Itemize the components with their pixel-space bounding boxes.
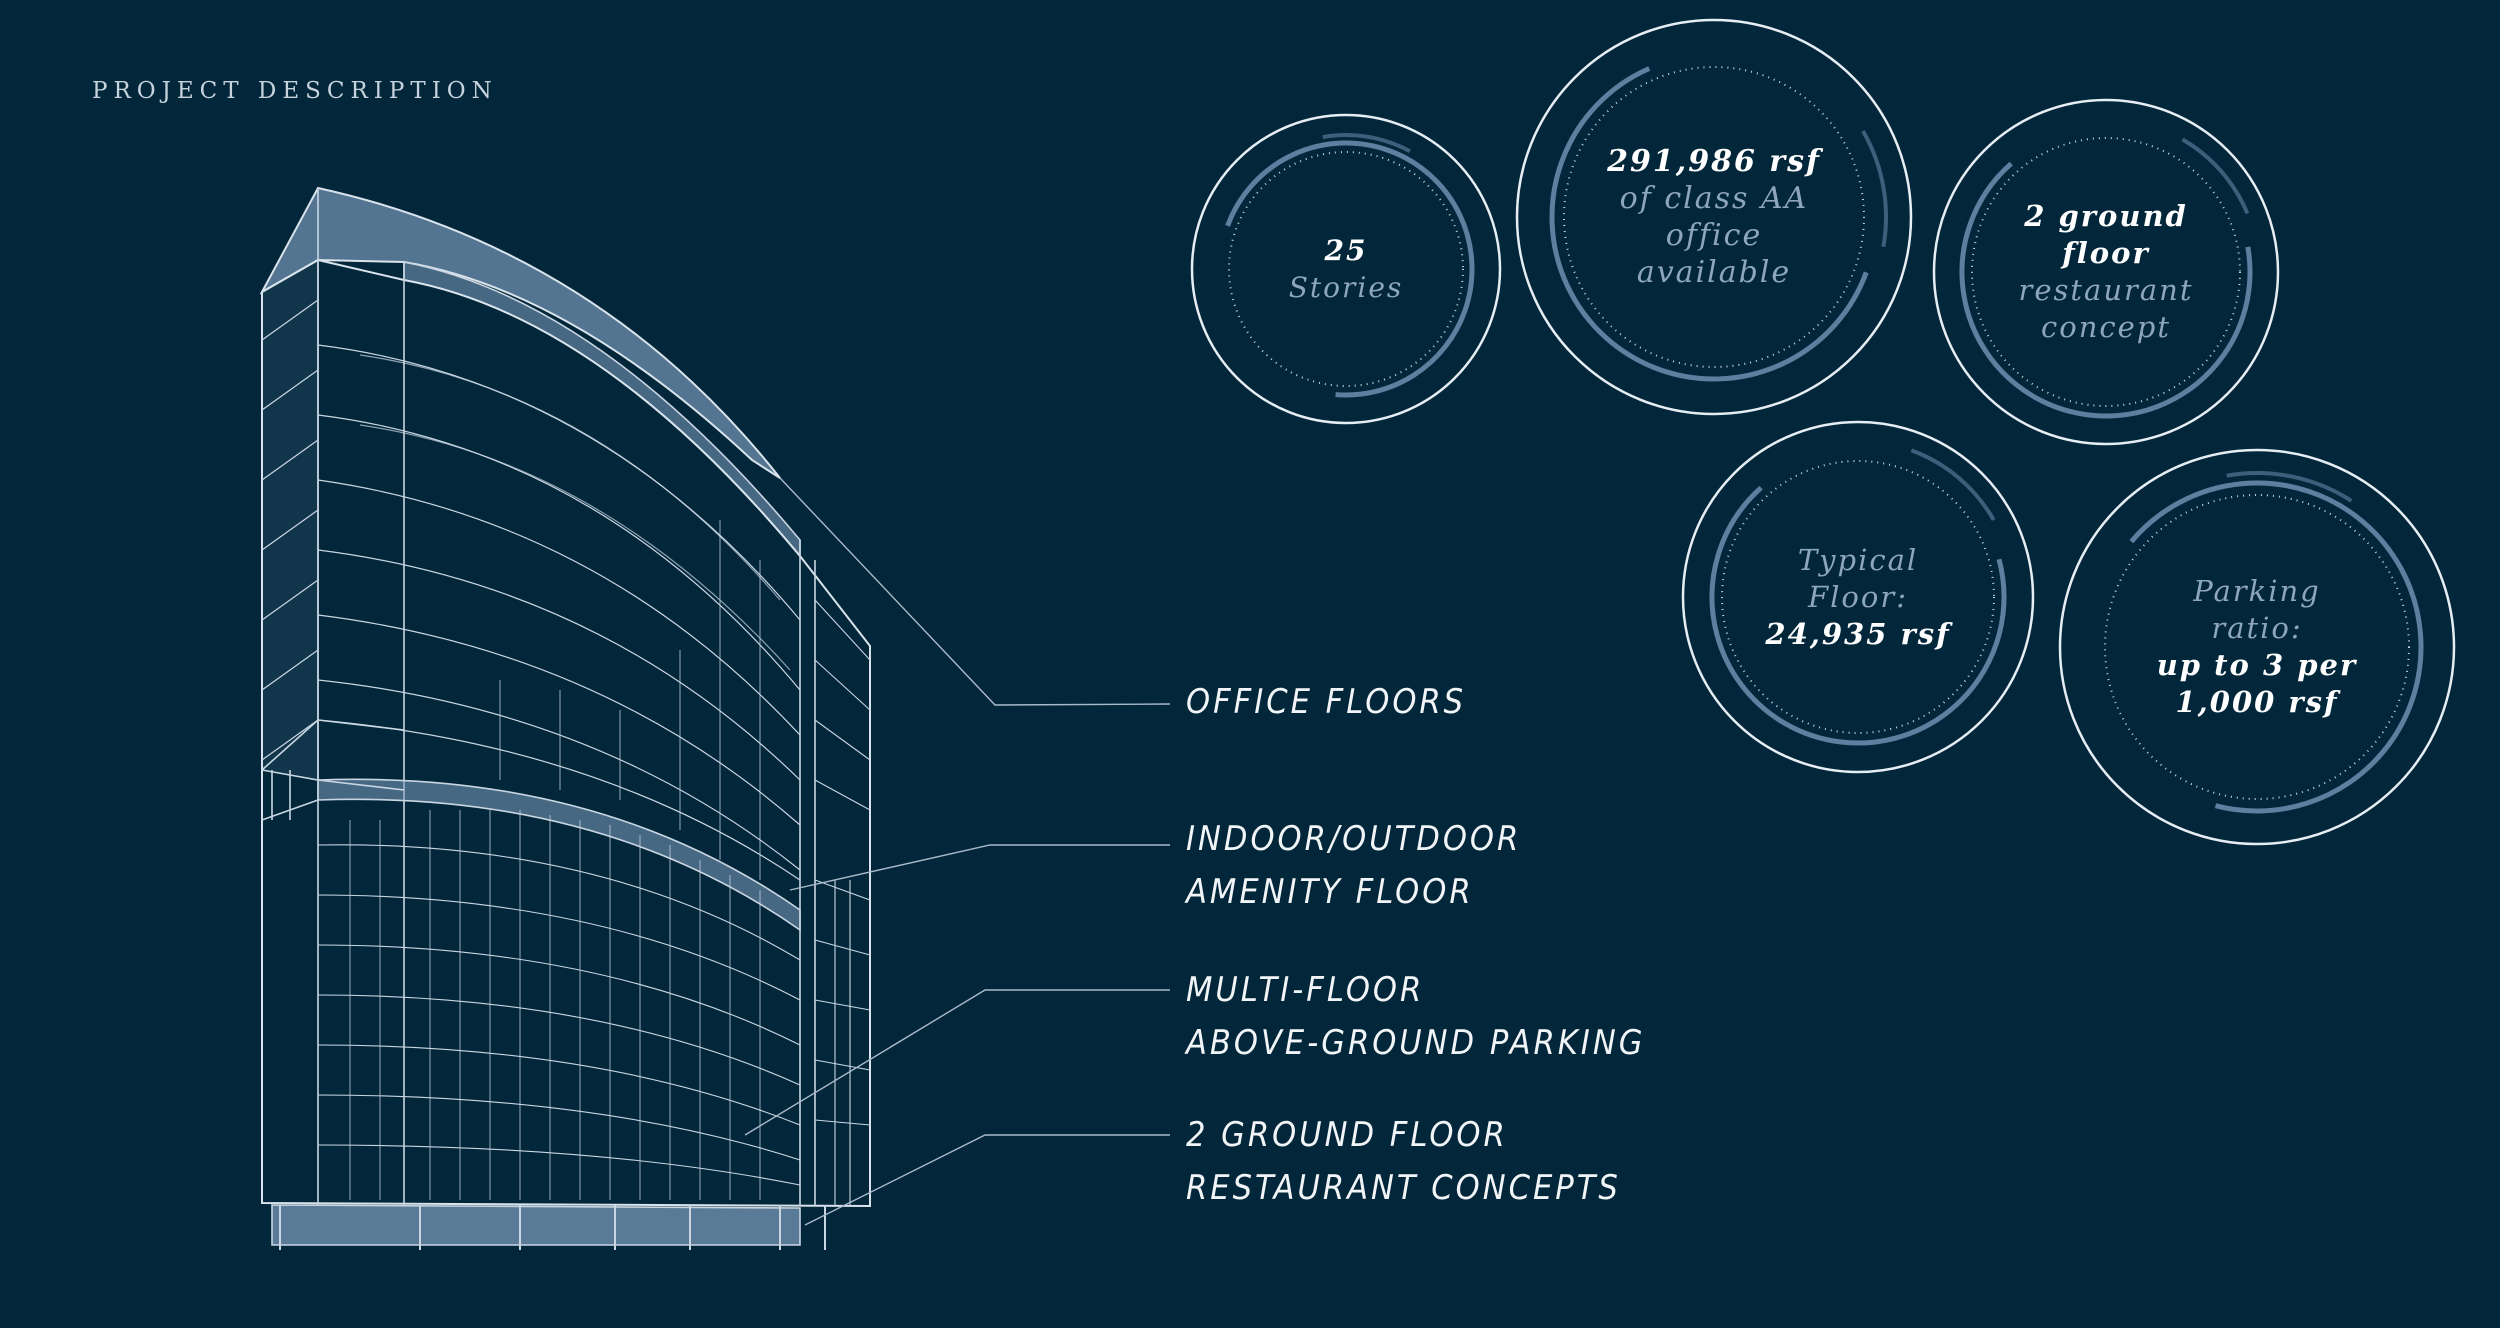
stat-line: restaurant xyxy=(2018,273,2194,307)
callout-line: RESTAURANT CONCEPTS xyxy=(1186,1168,1621,1208)
callout-amenity-floor: INDOOR/OUTDOOR AMENITY FLOOR xyxy=(1186,813,1521,919)
stat-circle-stories: 25 Stories xyxy=(1190,113,1502,425)
stat-line: ratio: xyxy=(2211,611,2303,645)
stat-text: Typical Floor: 24,935 rsf xyxy=(1681,420,2035,774)
stat-line: up to 3 per xyxy=(2156,648,2358,682)
callout-line: INDOOR/OUTDOOR xyxy=(1186,819,1522,859)
ring-graphic xyxy=(2058,448,2456,846)
stat-line: concept xyxy=(2041,310,2171,344)
callout-restaurant-concepts: 2 GROUND FLOOR RESTAURANT CONCEPTS xyxy=(1186,1109,1621,1215)
section-title: PROJECT DESCRIPTION xyxy=(92,78,498,104)
stat-line: of class AA xyxy=(1619,181,1809,216)
ring-graphic xyxy=(1515,18,1913,416)
stat-line: 2 ground xyxy=(2024,199,2188,233)
stat-text: Parking ratio: up to 3 per 1,000 rsf xyxy=(2058,448,2456,846)
stat-line: 1,000 rsf xyxy=(2175,685,2339,719)
stat-circle-parking-ratio: Parking ratio: up to 3 per 1,000 rsf xyxy=(2058,448,2456,846)
stat-circle-restaurant: 2 ground floor restaurant concept xyxy=(1932,98,2280,446)
callout-parking: MULTI-FLOOR ABOVE-GROUND PARKING xyxy=(1186,964,1645,1070)
callout-line: ABOVE-GROUND PARKING xyxy=(1186,1023,1646,1063)
building-wireframe-illustration xyxy=(259,186,1171,1250)
callout-office-floors: OFFICE FLOORS xyxy=(1186,676,1466,729)
stat-line: 24,935 rsf xyxy=(1765,616,1951,651)
stat-line: office xyxy=(1665,218,1763,253)
stat-line: Parking xyxy=(2193,574,2321,608)
stat-text: 25 Stories xyxy=(1190,113,1502,425)
stat-text: 2 ground floor restaurant concept xyxy=(1932,98,2280,446)
ring-graphic xyxy=(1681,420,2035,774)
ring-graphic xyxy=(1190,113,1502,425)
leader-lines xyxy=(744,477,1171,1226)
callout-line: MULTI-FLOOR xyxy=(1186,970,1425,1010)
stat-line: 291,986 rsf xyxy=(1607,144,1821,179)
stat-line: floor xyxy=(2062,236,2150,270)
stat-line: Floor: xyxy=(1808,579,1908,614)
stat-line: 25 xyxy=(1324,234,1368,267)
stat-line: Typical xyxy=(1797,542,1919,577)
stat-circle-rsf-available: 291,986 rsf of class AA office available xyxy=(1515,18,1913,416)
stat-line: available xyxy=(1636,255,1792,290)
stat-circle-typical-floor: Typical Floor: 24,935 rsf xyxy=(1681,420,2035,774)
stat-line: Stories xyxy=(1288,271,1404,304)
stat-text: 291,986 rsf of class AA office available xyxy=(1515,18,1913,416)
callout-line: AMENITY FLOOR xyxy=(1186,872,1474,912)
callout-line: 2 GROUND FLOOR xyxy=(1186,1115,1508,1155)
ring-graphic xyxy=(1932,98,2280,446)
callout-line: OFFICE FLOORS xyxy=(1186,682,1467,722)
